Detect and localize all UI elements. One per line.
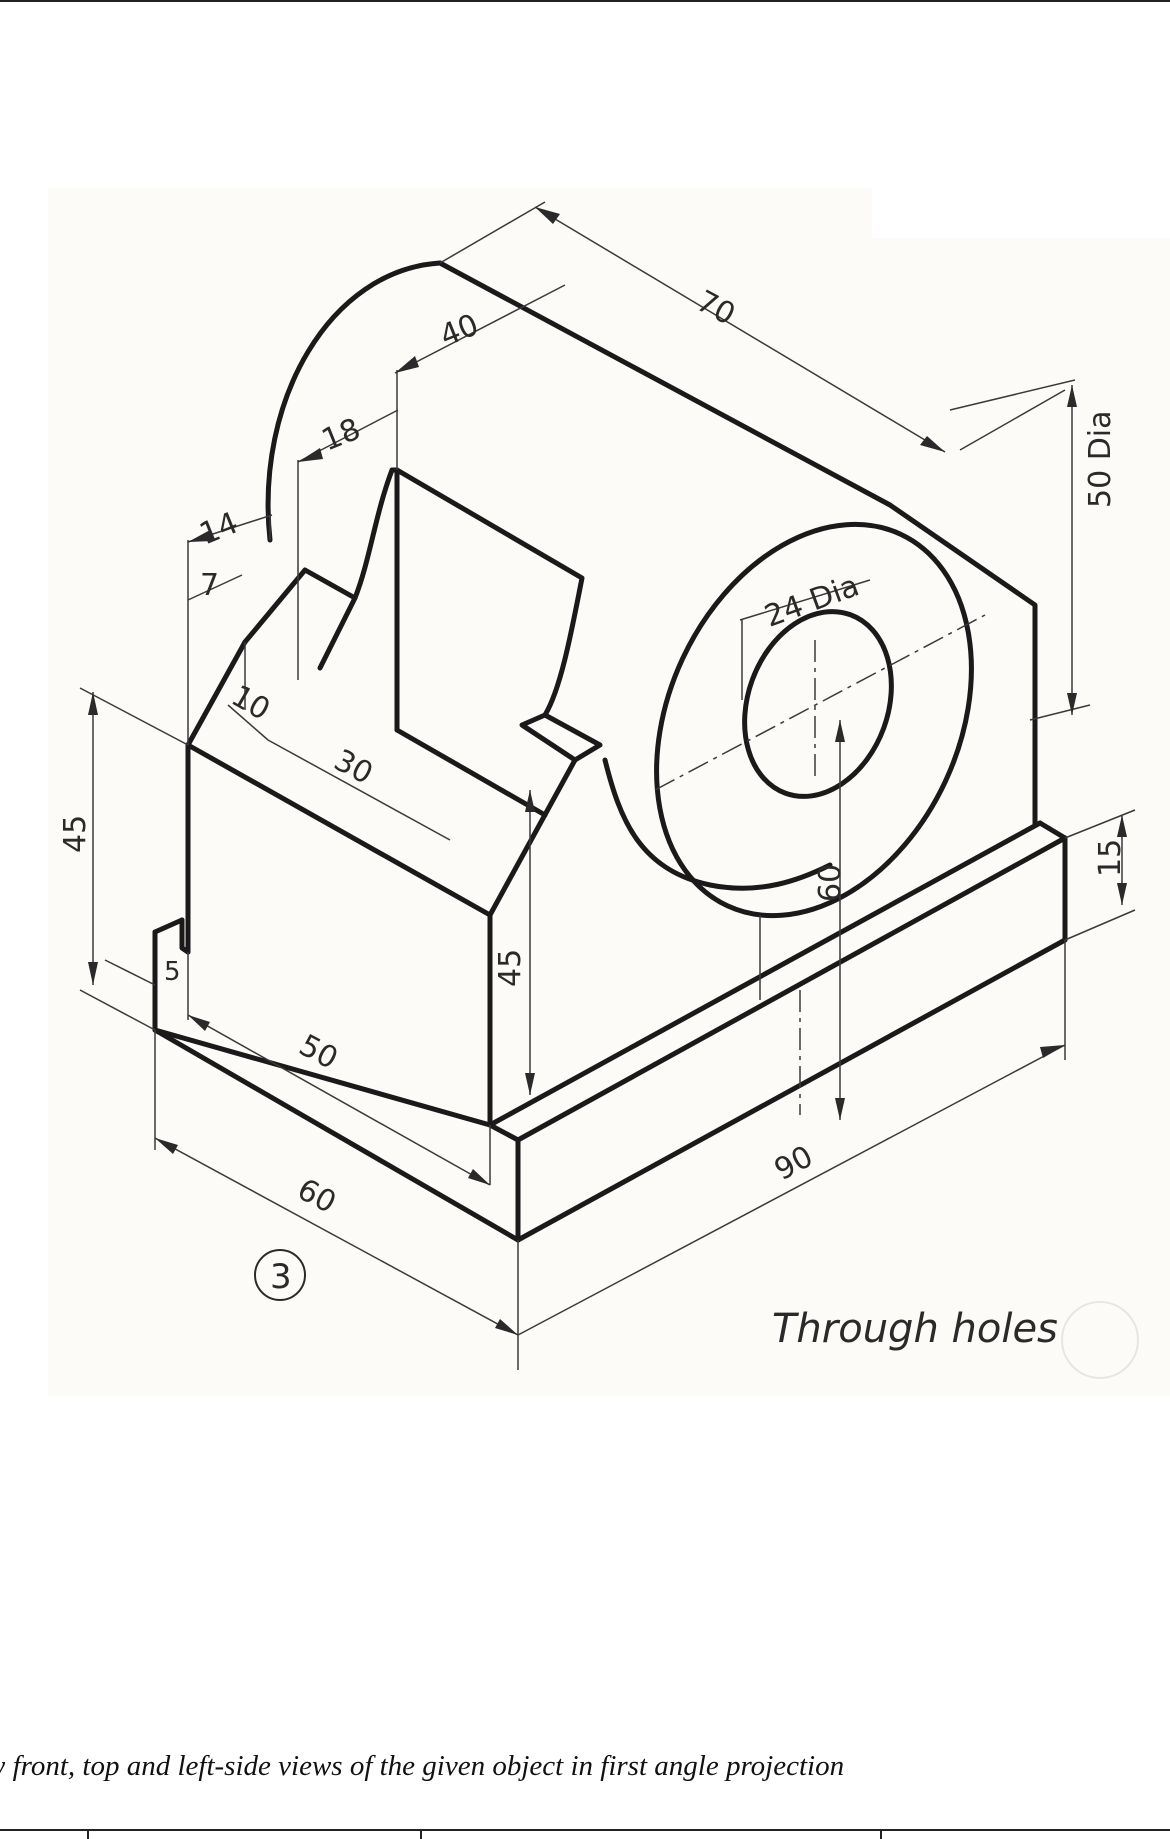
table-divider-2 bbox=[420, 1829, 422, 1839]
boss-inner-ellipse bbox=[742, 609, 894, 799]
boss-outer-ellipse bbox=[654, 521, 974, 919]
figure-number: 3 bbox=[254, 1249, 306, 1301]
top-border-line bbox=[0, 0, 1170, 2]
figure-number-text: 3 bbox=[270, 1257, 292, 1297]
base-top-front-edge bbox=[152, 1027, 521, 1243]
dimension-lines bbox=[79, 201, 1136, 1370]
block-front-top bbox=[185, 742, 493, 918]
arrowheads bbox=[88, 207, 1127, 1335]
cylinder-left-arc bbox=[265, 260, 443, 543]
groove-right bbox=[394, 467, 585, 718]
block-right-slope bbox=[487, 757, 578, 918]
base-left-top bbox=[152, 917, 185, 935]
instruction-label: w front, top and left-side views of the … bbox=[0, 1750, 845, 1782]
base-left-top-strip bbox=[152, 1027, 493, 1128]
answer-table-top bbox=[0, 1829, 1170, 1839]
table-top-rule bbox=[0, 1829, 1170, 1831]
cylinder-top-edge bbox=[437, 260, 893, 508]
groove-bottom bbox=[394, 727, 548, 818]
groove-left bbox=[352, 467, 400, 733]
dim-15: 15 bbox=[1093, 839, 1128, 877]
scan-background bbox=[48, 188, 1170, 1396]
dim-45-mid: 45 bbox=[493, 949, 528, 987]
dim-7: 7 bbox=[200, 568, 219, 603]
base-top-strip bbox=[487, 820, 1043, 1128]
block-top-left-slope bbox=[185, 639, 248, 748]
boss-lower-curve bbox=[602, 757, 833, 891]
base-top-right bbox=[1037, 820, 1068, 841]
dim-60-height: 60 bbox=[813, 864, 848, 902]
dim-5: 5 bbox=[164, 957, 181, 987]
isometric-drawing: 70 40 18 14 7 10 30 45 45 5 50 60 90 60 … bbox=[48, 188, 1170, 1396]
table-divider-1 bbox=[87, 1829, 89, 1839]
through-holes-note: Through holes bbox=[772, 1306, 1058, 1352]
cylinder-right-edge bbox=[887, 502, 1038, 828]
object-outline bbox=[152, 260, 1068, 1243]
instruction-text: w front, top and left-side views of the … bbox=[0, 1750, 1170, 1790]
drawing-svg: 70 40 18 14 7 10 30 45 45 5 50 60 90 60 … bbox=[48, 188, 1170, 1396]
base-top-front bbox=[515, 835, 1068, 1143]
dim-45-left: 45 bbox=[58, 815, 93, 853]
dim-50-dia: 50 Dia bbox=[1083, 410, 1118, 508]
table-divider-3 bbox=[880, 1829, 882, 1839]
block-step2 bbox=[519, 712, 603, 763]
base-ledge bbox=[487, 1122, 521, 1143]
base-front-bottom bbox=[515, 937, 1068, 1243]
faint-stamp bbox=[1061, 1301, 1139, 1379]
block-step1 bbox=[242, 567, 358, 671]
